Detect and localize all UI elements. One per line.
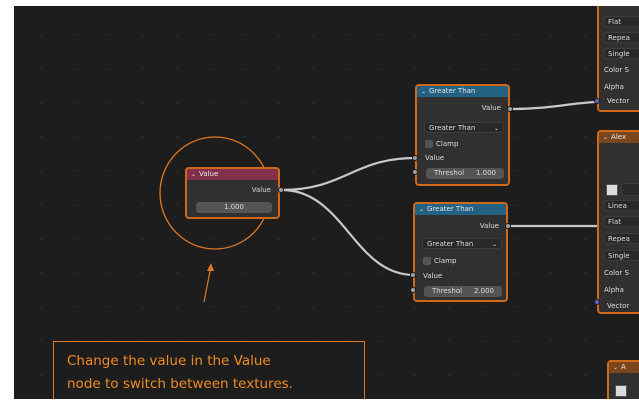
greater-than-2-clamp-checkbox[interactable] bbox=[423, 257, 431, 265]
image-texture-node-bottom[interactable]: ⌄ A bbox=[607, 360, 639, 399]
link-greater-than-1-to-texture bbox=[509, 100, 600, 111]
link-value-to-greater-than-1 bbox=[281, 156, 416, 192]
chevron-down-icon: ⌄ bbox=[491, 241, 497, 248]
greater-than-1-threshold-field[interactable]: Threshol 1.000 bbox=[426, 168, 504, 179]
value-node-title: Value bbox=[199, 170, 219, 178]
texture-mid-colorspace: Color S bbox=[604, 269, 629, 277]
texture-top-colorspace: Color S bbox=[604, 66, 629, 74]
texture-mid-alpha: Alpha bbox=[604, 286, 624, 294]
texture-top-alpha: Alpha bbox=[604, 83, 624, 91]
value-node-output-socket[interactable] bbox=[278, 187, 284, 193]
chevron-down-icon[interactable]: ⌄ bbox=[613, 364, 619, 371]
threshold-label: Threshol bbox=[434, 169, 465, 177]
greater-than-1-output-label: Value bbox=[481, 104, 501, 112]
greater-than-1-operation-dropdown[interactable]: Greater Than ⌄ bbox=[424, 122, 504, 133]
greater-than-2-clamp-label: Clamp bbox=[434, 257, 457, 265]
grid-background bbox=[14, 6, 639, 399]
greater-than-node-2[interactable]: ⌄ Greater Than Value Greater Than ⌄ Clam… bbox=[413, 202, 508, 302]
chevron-down-icon[interactable]: ⌄ bbox=[191, 171, 197, 178]
texture-bottom-title: A bbox=[621, 363, 626, 371]
greater-than-2-threshold-input-socket[interactable] bbox=[410, 287, 416, 293]
callout-arrowhead bbox=[207, 263, 214, 271]
greater-than-1-value-input-socket[interactable] bbox=[412, 155, 418, 161]
greater-than-2-operation-label: Greater Than bbox=[427, 240, 474, 248]
image-name-field[interactable] bbox=[621, 183, 639, 196]
texture-mid-vector: Vector bbox=[607, 302, 630, 310]
texture-middle-header[interactable]: ⌄ Alex bbox=[599, 132, 639, 143]
node-links bbox=[159, 100, 600, 303]
texture-top-vector: Vector bbox=[607, 97, 630, 105]
texture-mid-extension[interactable]: Repea bbox=[604, 233, 639, 244]
texture-top-source[interactable]: Single bbox=[604, 48, 639, 59]
greater-than-1-threshold-input-socket[interactable] bbox=[412, 169, 418, 175]
link-value-to-greater-than-2 bbox=[281, 188, 415, 277]
greater-than-1-input-label: Value bbox=[425, 154, 445, 162]
greater-than-1-operation-label: Greater Than bbox=[429, 124, 476, 132]
value-node[interactable]: ⌄ Value Value 1.000 bbox=[185, 167, 280, 219]
greater-than-2-operation-dropdown[interactable]: Greater Than ⌄ bbox=[422, 238, 502, 249]
greater-than-1-title: Greater Than bbox=[429, 87, 476, 95]
value-node-header[interactable]: ⌄ Value bbox=[187, 169, 278, 180]
callout-line-1: Change the value in the Value bbox=[67, 353, 271, 369]
chevron-down-icon[interactable]: ⌄ bbox=[421, 88, 427, 95]
threshold-value: 1.000 bbox=[475, 169, 496, 177]
greater-than-1-output-socket[interactable] bbox=[507, 106, 513, 112]
image-texture-node-middle[interactable]: ⌄ Alex Linea Flat Repea Single Color S A… bbox=[597, 130, 639, 314]
value-node-output-label: Value bbox=[251, 186, 271, 194]
greater-than-2-output-label: Value bbox=[479, 222, 499, 230]
greater-than-node-1[interactable]: ⌄ Greater Than Value Greater Than ⌄ Clam… bbox=[415, 84, 510, 186]
texture-top-extension[interactable]: Repea bbox=[604, 32, 639, 43]
callout-arrow bbox=[203, 265, 212, 303]
image-texture-node-top[interactable]: Flat Repea Single Color S Alpha Vector bbox=[597, 6, 639, 112]
callout-line-2: node to switch between textures. bbox=[67, 376, 293, 392]
greater-than-2-value-input-socket[interactable] bbox=[410, 272, 416, 278]
greater-than-1-header[interactable]: ⌄ Greater Than bbox=[417, 86, 508, 97]
threshold-value: 2.000 bbox=[473, 287, 494, 295]
node-editor-canvas[interactable]: ⌄ Value Value 1.000 ⌄ Greater Than Value… bbox=[14, 6, 639, 399]
greater-than-2-input-label: Value bbox=[423, 272, 443, 280]
texture-top-interpolation[interactable]: Flat bbox=[604, 16, 639, 27]
greater-than-2-output-socket[interactable] bbox=[505, 223, 511, 229]
image-browse-icon[interactable] bbox=[606, 184, 618, 196]
chevron-down-icon[interactable]: ⌄ bbox=[419, 206, 425, 213]
texture-top-vector-socket[interactable] bbox=[594, 98, 600, 104]
texture-mid-source[interactable]: Single bbox=[604, 250, 639, 261]
chevron-down-icon: ⌄ bbox=[493, 125, 499, 132]
texture-mid-interpolation[interactable]: Linea bbox=[604, 200, 639, 211]
chevron-down-icon[interactable]: ⌄ bbox=[603, 134, 609, 141]
texture-bottom-header[interactable]: ⌄ A bbox=[609, 362, 639, 373]
greater-than-1-clamp-label: Clamp bbox=[436, 140, 459, 148]
texture-mid-vector-socket[interactable] bbox=[594, 299, 600, 305]
image-browse-icon[interactable] bbox=[615, 385, 627, 397]
greater-than-2-title: Greater Than bbox=[427, 205, 474, 213]
value-node-value-field[interactable]: 1.000 bbox=[196, 202, 272, 213]
threshold-label: Threshol bbox=[432, 287, 463, 295]
instruction-callout: Change the value in the Value node to sw… bbox=[53, 341, 365, 399]
greater-than-2-threshold-field[interactable]: Threshol 2.000 bbox=[424, 286, 502, 297]
texture-mid-projection[interactable]: Flat bbox=[604, 216, 639, 227]
texture-middle-title: Alex bbox=[611, 133, 627, 141]
greater-than-1-clamp-checkbox[interactable] bbox=[425, 140, 433, 148]
greater-than-2-header[interactable]: ⌄ Greater Than bbox=[415, 204, 506, 215]
